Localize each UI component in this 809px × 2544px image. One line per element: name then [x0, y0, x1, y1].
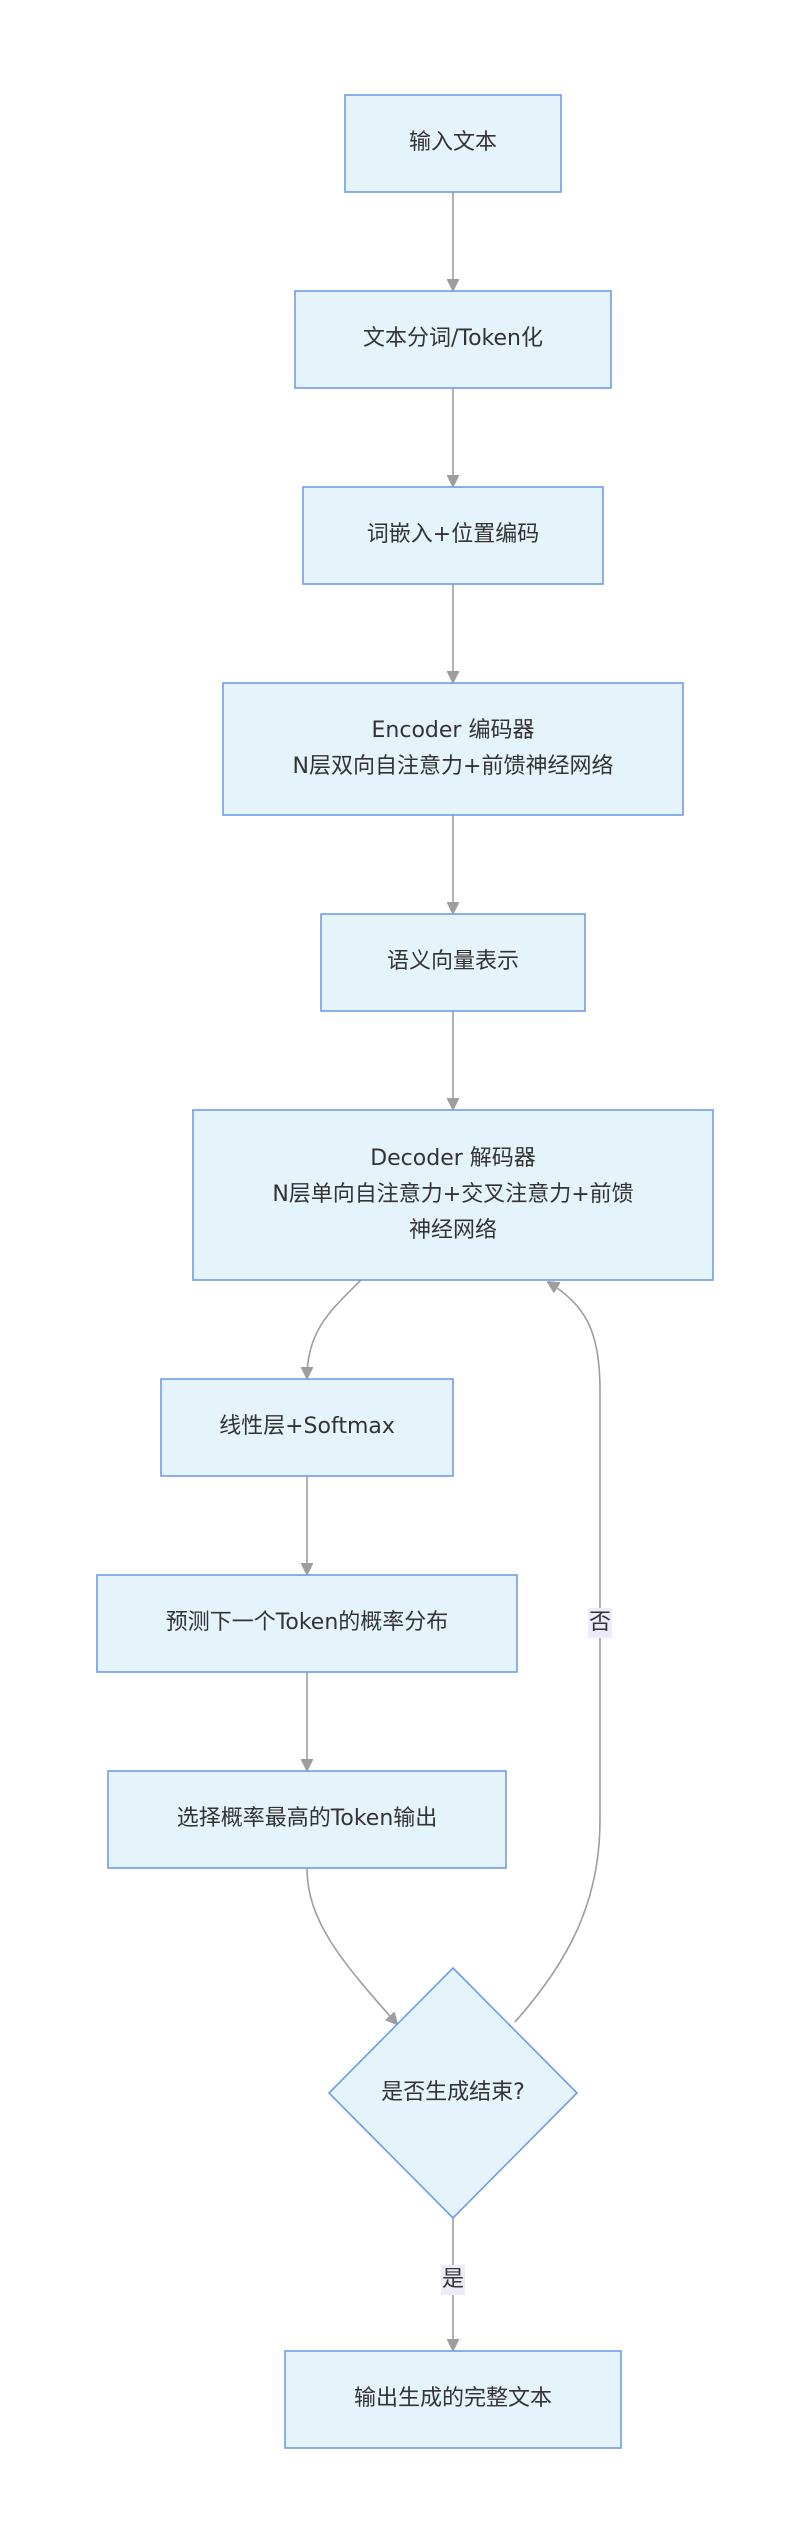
- node-embedding: 词嵌入+位置编码: [302, 486, 604, 585]
- node-decoder: Decoder 解码器 N层单向自注意力+交叉注意力+前馈 神经网络: [192, 1109, 714, 1281]
- svg-text:Encoder 编码器: Encoder 编码器: [372, 718, 535, 743]
- svg-text:选择概率最高的Token输出: 选择概率最高的Token输出: [177, 1806, 438, 1831]
- svg-text:是否生成结束?: 是否生成结束?: [381, 2080, 525, 2105]
- svg-text:否: 否: [589, 1610, 611, 1635]
- node-semantic-vector: 语义向量表示: [320, 913, 586, 1012]
- svg-text:输入文本: 输入文本: [409, 130, 497, 155]
- svg-text:Decoder 解码器: Decoder 解码器: [370, 1146, 536, 1171]
- svg-text:文本分词/Token化: 文本分词/Token化: [363, 326, 543, 351]
- svg-text:N层单向自注意力+交叉注意力+前馈: N层单向自注意力+交叉注意力+前馈: [272, 1182, 633, 1207]
- svg-text:语义向量表示: 语义向量表示: [387, 949, 519, 974]
- svg-text:词嵌入+位置编码: 词嵌入+位置编码: [367, 522, 539, 547]
- edge-decision-to-decoder-no: [514, 1282, 601, 2023]
- svg-text:预测下一个Token的概率分布: 预测下一个Token的概率分布: [166, 1610, 449, 1635]
- node-linear-softmax: 线性层+Softmax: [160, 1378, 454, 1477]
- svg-text:是: 是: [442, 2267, 464, 2292]
- node-tokenize: 文本分词/Token化: [294, 290, 612, 389]
- edge-label-no: 否: [588, 1608, 612, 1638]
- svg-text:神经网络: 神经网络: [409, 1218, 497, 1243]
- edge-decoder-to-linear: [307, 1279, 362, 1378]
- node-is-finished-decision: 是否生成结束?: [327, 1966, 579, 2220]
- node-input-text: 输入文本: [344, 94, 562, 193]
- node-predict-distribution: 预测下一个Token的概率分布: [96, 1574, 518, 1673]
- svg-text:线性层+Softmax: 线性层+Softmax: [219, 1414, 395, 1439]
- node-select-token: 选择概率最高的Token输出: [107, 1770, 507, 1869]
- edge-label-yes: 是: [441, 2265, 465, 2295]
- node-output-text: 输出生成的完整文本: [284, 2350, 622, 2449]
- svg-text:N层双向自注意力+前馈神经网络: N层双向自注意力+前馈神经网络: [293, 754, 614, 779]
- node-encoder: Encoder 编码器 N层双向自注意力+前馈神经网络: [222, 682, 684, 816]
- svg-text:输出生成的完整文本: 输出生成的完整文本: [354, 2386, 552, 2411]
- edge-select-to-decision: [306, 1867, 397, 2024]
